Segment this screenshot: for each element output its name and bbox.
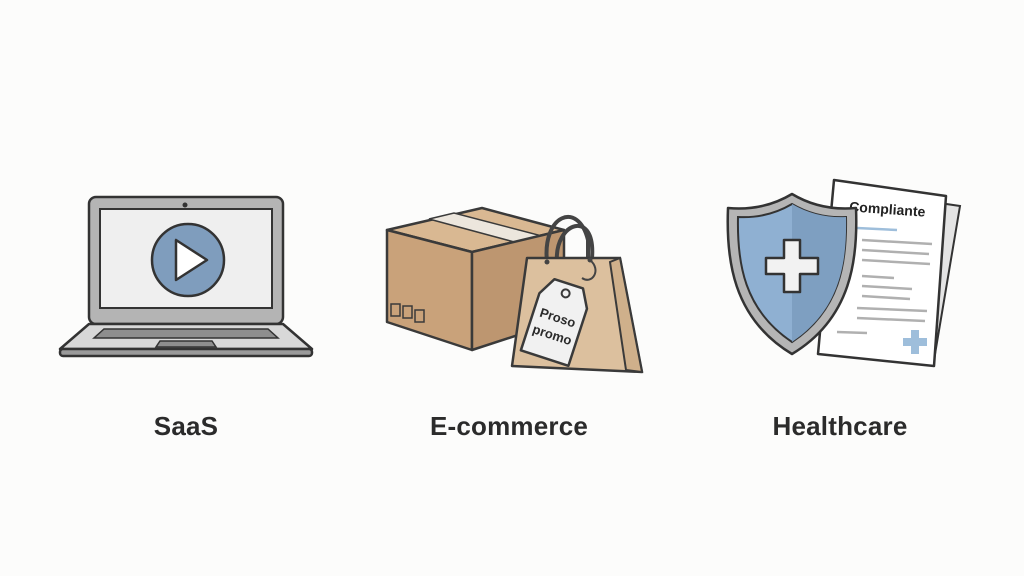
saas-label: SaaS — [153, 411, 219, 441]
box-and-shopping-bag-icon: Proso promo — [385, 206, 644, 374]
laptop-play-icon — [58, 195, 314, 358]
healthcare-label: Healthcare — [772, 411, 908, 441]
svg-text:Compliante: Compliante — [849, 198, 926, 219]
shield-and-compliance-document-icon: Compliante — [726, 178, 962, 368]
ecommerce-label: E-commerce — [429, 411, 589, 441]
